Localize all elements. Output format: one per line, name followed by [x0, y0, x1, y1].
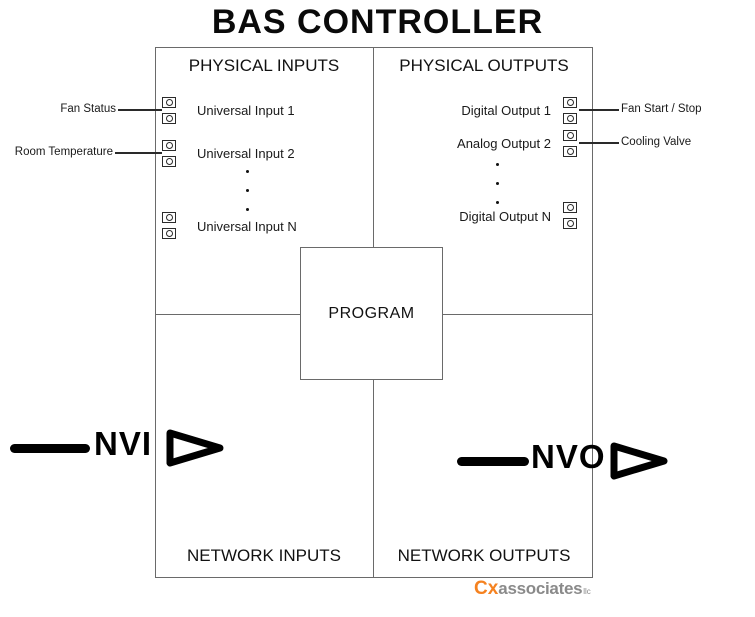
fan-status-wire — [118, 109, 162, 111]
output-2-terminals — [563, 130, 577, 157]
terminal-icon — [563, 218, 577, 229]
inputs-ellipsis-icon — [246, 170, 249, 211]
outputs-ellipsis-icon — [496, 163, 499, 204]
output-n-terminals — [563, 202, 577, 229]
fan-start-stop-wire — [579, 109, 619, 111]
diagram-title: BAS CONTROLLER — [211, 3, 544, 41]
cooling-valve-wire — [579, 142, 619, 144]
cooling-valve-label: Cooling Valve — [621, 136, 692, 148]
output-1-label: Digital Output 1 — [461, 103, 551, 118]
fan-status-label: Fan Status — [60, 103, 116, 115]
input-n-terminals — [162, 212, 176, 239]
logo-suffix: llc — [583, 587, 591, 596]
output-2-label: Analog Output 2 — [457, 136, 551, 151]
fan-start-stop-label: Fan Start / Stop — [621, 103, 702, 115]
program-label: PROGRAM — [328, 304, 415, 322]
terminal-icon — [162, 212, 176, 223]
terminal-icon — [162, 113, 176, 124]
nvo-arrow-shaft — [457, 457, 529, 466]
nvo-arrowhead-icon — [610, 442, 668, 480]
input-1-label: Universal Input 1 — [197, 103, 295, 118]
network-outputs-heading: NETWORK OUTPUTS — [397, 546, 571, 565]
nvi-arrowhead-icon — [166, 429, 224, 467]
input-2-terminals — [162, 140, 176, 167]
terminal-icon — [563, 146, 577, 157]
terminal-icon — [162, 140, 176, 151]
terminal-icon — [563, 130, 577, 141]
physical-outputs-heading: PHYSICAL OUTPUTS — [399, 56, 569, 75]
terminal-icon — [563, 113, 577, 124]
network-inputs-heading: NETWORK INPUTS — [187, 546, 341, 565]
output-1-terminals — [563, 97, 577, 124]
input-1-terminals — [162, 97, 176, 124]
input-n-label: Universal Input N — [197, 219, 297, 234]
logo-prefix: Cx — [474, 578, 499, 599]
terminal-icon — [162, 228, 176, 239]
program-box: PROGRAM — [300, 247, 443, 380]
nvi-arrow-shaft — [10, 444, 90, 453]
physical-inputs-heading: PHYSICAL INPUTS — [188, 56, 340, 75]
terminal-icon — [563, 202, 577, 213]
terminal-icon — [162, 97, 176, 108]
terminal-icon — [563, 97, 577, 108]
nvo-label: NVO — [531, 438, 606, 475]
logo-name: associates — [498, 579, 583, 598]
room-temperature-wire — [115, 152, 162, 154]
output-n-label: Digital Output N — [459, 209, 551, 224]
room-temperature-label: Room Temperature — [14, 146, 113, 158]
input-2-label: Universal Input 2 — [197, 146, 295, 161]
terminal-icon — [162, 156, 176, 167]
nvi-label: NVI — [94, 425, 153, 462]
